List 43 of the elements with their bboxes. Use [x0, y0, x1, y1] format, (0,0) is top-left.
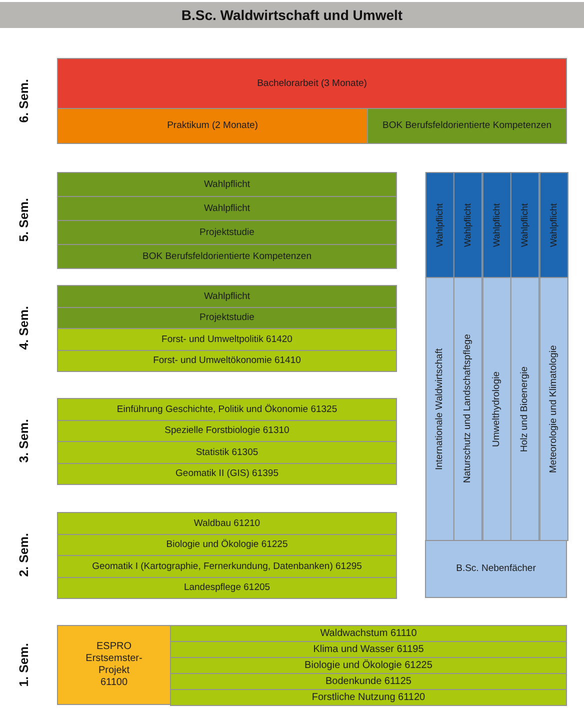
minor-subject-block: B.Sc. Nebenfächer	[425, 540, 567, 598]
module-block: Wahlpflicht	[57, 285, 397, 308]
internship-block: Praktikum (2 Monate)	[57, 108, 368, 144]
elective-block: Wahlpflicht	[538, 172, 568, 278]
semester-label: 2. Sem.	[17, 533, 31, 577]
semester-label: 6. Sem.	[17, 79, 31, 123]
semester-label: 4. Sem.	[17, 306, 31, 350]
semester-label: 5. Sem.	[17, 198, 31, 242]
module-block: Biologie und Ökologie 61225	[170, 657, 567, 674]
title-banner: B.Sc. Waldwirtschaft und Umwelt	[0, 2, 584, 28]
module-block: Waldwachstum 61110	[170, 625, 567, 642]
module-block: Waldbau 61210	[57, 512, 397, 534]
module-block: Biologie und Ökologie 61225	[57, 534, 397, 556]
module-block: BOK Berufsfeldorientierte Kompetenzen	[367, 108, 567, 144]
module-block: BOK Berufsfeldorientierte Kompetenzen	[57, 244, 397, 269]
elective-block: Wahlpflicht	[510, 172, 540, 278]
semester-label: 1. Sem.	[17, 643, 31, 687]
module-block: Wahlpflicht	[57, 172, 397, 197]
module-block: Forstliche Nutzung 61120	[170, 689, 567, 706]
elective-block: Wahlpflicht	[425, 172, 454, 278]
module-block: Projektstudie	[57, 220, 397, 245]
semester-label: 3. Sem.	[17, 419, 31, 463]
minor-subject-column: Internationale Waldwirtschaft	[425, 277, 454, 541]
module-block: Forst- und Umweltpolitik 61420	[57, 328, 397, 350]
minor-subject-column: Meteorologie und Klimatologie	[538, 277, 568, 541]
thesis-block: Bachelorarbeit (3 Monate)	[57, 58, 567, 109]
project-block: ESPRO Erstsemster-Projekt 61100	[57, 625, 171, 705]
minor-subject-column: Holz und Bioenergie	[510, 277, 540, 541]
module-block: Statistik 61305	[57, 441, 397, 464]
module-block: Geomatik I (Kartographie, Fernerkundung, Datenbanken) 61295	[57, 555, 397, 578]
module-block: Einführung Geschichte, Politik und Ökonomie 61325	[57, 398, 397, 420]
module-block: Geomatik II (GIS) 61395	[57, 462, 397, 485]
module-block: Projektstudie	[57, 306, 397, 329]
elective-block: Wahlpflicht	[453, 172, 483, 278]
module-block: Forst- und Umweltökonomie 61410	[57, 350, 397, 372]
minor-subject-column: Umwelthydrologie	[482, 277, 512, 541]
elective-block: Wahlpflicht	[482, 172, 512, 278]
module-block: Landespflege 61205	[57, 576, 397, 599]
minor-subject-column: Naturschutz und Landschaftspflege	[453, 277, 483, 541]
module-block: Bodenkunde 61125	[170, 673, 567, 690]
module-block: Klima und Wasser 61195	[170, 641, 567, 658]
module-block: Spezielle Forstbiologie 61310	[57, 420, 397, 442]
module-block: Wahlpflicht	[57, 196, 397, 221]
